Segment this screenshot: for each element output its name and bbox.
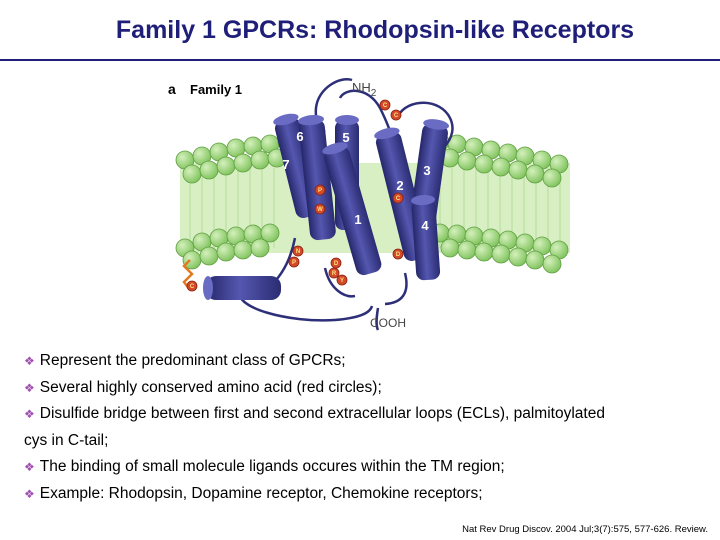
panel-letter: a <box>168 81 176 97</box>
helix-label: 1 <box>354 212 361 227</box>
gpcr-figure: 1 2 3 4 5 6 7 C C C C P W N P D R Y D a … <box>168 77 570 331</box>
title-divider <box>0 59 720 61</box>
bullet-item: ❖Disulfide bridge between first and seco… <box>24 401 714 428</box>
svg-text:Y: Y <box>340 278 344 284</box>
conserved-residues <box>186 99 404 292</box>
helix-1 <box>322 142 382 276</box>
svg-text:C: C <box>396 196 401 202</box>
bullet-item: ❖Represent the predominant class of GPCR… <box>24 348 714 375</box>
panel-label: Family 1 <box>190 82 242 97</box>
svg-text:P: P <box>318 188 322 194</box>
bullet-item-continuation: cys in C-tail; <box>24 431 109 449</box>
citation: Nat Rev Drug Discov. 2004 Jul;3(7):575, … <box>462 524 708 535</box>
diamond-bullet-icon: ❖ <box>24 380 35 395</box>
bullet-list: ❖Represent the predominant class of GPCR… <box>24 348 714 507</box>
svg-text:P: P <box>292 260 296 266</box>
bullet-item: ❖Example: Rhodopsin, Dopamine receptor, … <box>24 481 714 508</box>
bullet-item: ❖The binding of small molecule ligands o… <box>24 454 714 481</box>
svg-text:C: C <box>190 284 195 290</box>
palmitoyl-chain <box>182 259 194 291</box>
helix-label: 5 <box>342 130 349 145</box>
helix-8 <box>203 276 281 300</box>
diamond-bullet-icon: ❖ <box>24 407 35 421</box>
bullet-item: ❖Several highly conserved amino acid (re… <box>24 375 714 402</box>
residue-letters: C C C C P W N P D R Y D <box>190 103 401 290</box>
lipid-heads-upper <box>175 132 569 188</box>
diamond-bullet-icon: ❖ <box>24 460 35 474</box>
helix-label: 6 <box>296 129 303 144</box>
svg-text:W: W <box>317 207 323 213</box>
svg-text:C: C <box>394 113 399 119</box>
lipid-heads-lower <box>175 223 569 274</box>
helix-label: 3 <box>423 163 430 178</box>
diamond-bullet-icon: ❖ <box>24 354 35 368</box>
helix-4 <box>411 195 441 281</box>
helix-label: 2 <box>396 178 403 193</box>
c-terminus-label: COOH <box>370 316 406 330</box>
svg-text:D: D <box>334 261 339 267</box>
helix-label: 4 <box>421 218 429 233</box>
n-terminus-label: NH2 <box>352 80 377 99</box>
helix-label: 7 <box>282 157 289 172</box>
svg-text:D: D <box>396 252 401 258</box>
slide-title: Family 1 GPCRs: Rhodopsin-like Receptors <box>115 16 635 44</box>
diamond-bullet-icon: ❖ <box>24 486 35 501</box>
svg-text:R: R <box>332 271 337 277</box>
svg-text:C: C <box>383 103 388 109</box>
svg-text:N: N <box>296 249 300 255</box>
